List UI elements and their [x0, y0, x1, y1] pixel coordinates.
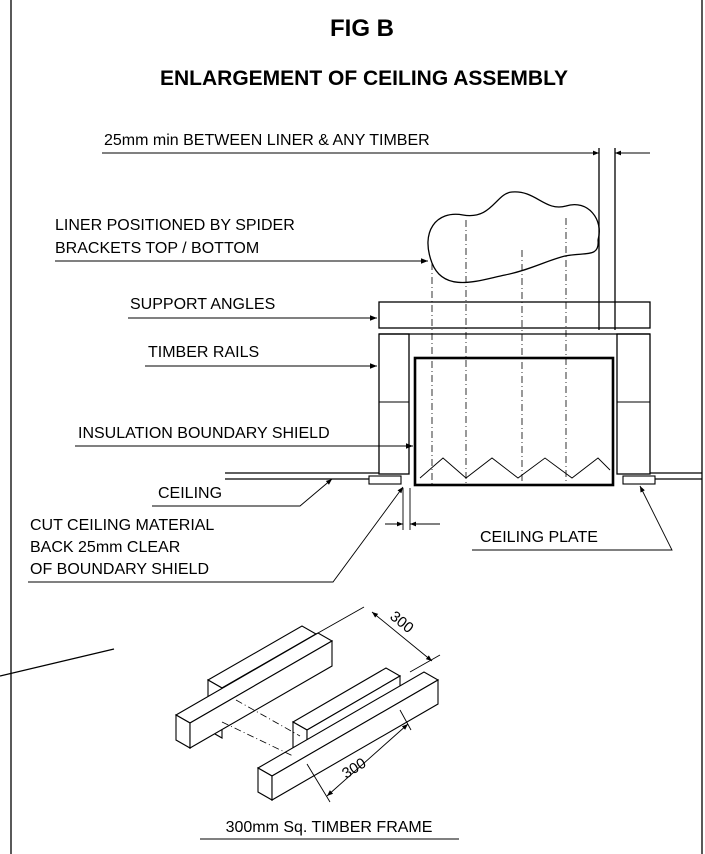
timber-rails: [378, 333, 651, 475]
ceiling-boards: [225, 472, 702, 485]
cut-label-line1: CUT CEILING MATERIAL: [30, 517, 214, 534]
cutback-dimension: [385, 488, 440, 530]
frame-dimension-top: 300: [386, 608, 416, 637]
ceiling-label: CEILING: [158, 485, 222, 502]
figure-subtitle: ENLARGEMENT OF CEILING ASSEMBLY: [160, 67, 568, 90]
ceiling-plate-left: [368, 475, 402, 485]
clearance-dimension: 25mm min BETWEEN LINER & ANY TIMBER: [102, 132, 650, 156]
flue-liner: [427, 148, 616, 485]
support-angles-label: SUPPORT ANGLES: [130, 296, 275, 313]
clearance-label: 25mm min BETWEEN LINER & ANY TIMBER: [104, 132, 430, 149]
insulation-shield-label: INSULATION BOUNDARY SHIELD: [78, 425, 330, 442]
cut-label-line3: OF BOUNDARY SHIELD: [30, 561, 209, 578]
ceiling-plate-right: [622, 475, 656, 485]
insulation-shield: [413, 356, 615, 487]
support-angles: [378, 301, 651, 335]
stray-leader-line: [0, 648, 115, 677]
timber-frame-detail: 300 300 300mm Sq. TIMBER FRAME: [174, 606, 459, 840]
frame-caption: 300mm Sq. TIMBER FRAME: [226, 819, 433, 836]
timber-rails-label: TIMBER RAILS: [148, 344, 259, 361]
page-border: [10, 0, 703, 854]
cut-label-line2: BACK 25mm CLEAR: [30, 539, 180, 556]
liner-label-line2: BRACKETS TOP / BOTTOM: [55, 240, 259, 257]
figure-title: FIG B: [330, 15, 394, 42]
liner-label-line1: LINER POSITIONED BY SPIDER: [55, 217, 295, 234]
ceiling-plate-label: CEILING PLATE: [480, 529, 598, 546]
ceiling-assembly-section: 25mm min BETWEEN LINER & ANY TIMBER: [28, 132, 702, 583]
